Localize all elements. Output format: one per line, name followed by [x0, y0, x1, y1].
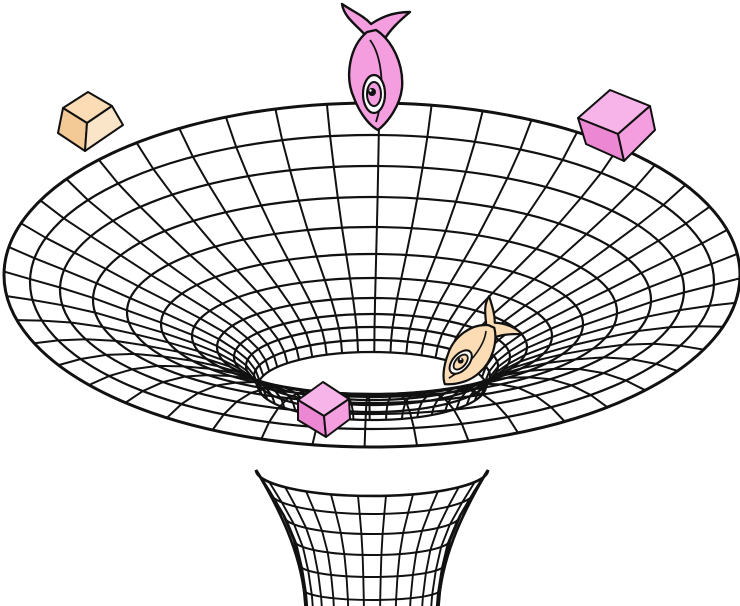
pink-fish [340, 2, 412, 132]
cube-right-face [323, 398, 351, 438]
funnel-radial-line [58, 352, 276, 405]
funnel-ring [190, 276, 554, 396]
tube-line [379, 495, 387, 606]
tube-line [409, 491, 439, 606]
tube-line [258, 475, 309, 606]
funnel-radial-line [481, 229, 728, 378]
fish-inner-line [369, 39, 383, 123]
funnel-radial-line [98, 159, 289, 364]
peach-cube-top-left [57, 91, 124, 152]
funnel-radial-line [373, 102, 381, 353]
funnel-radial-line [39, 199, 271, 372]
funnel-radial-line [20, 222, 265, 377]
tube-ring [254, 469, 490, 498]
funnel-radial-line [405, 110, 484, 354]
funnel-radial-line [416, 387, 519, 434]
tube-line [421, 486, 460, 606]
funnel-radial-line [455, 367, 646, 410]
funnel-radial-line [484, 252, 738, 383]
funnel-radial-line [135, 142, 301, 361]
funnel-ring [91, 195, 653, 405]
fish-eye-pupil [368, 88, 376, 96]
tube-line [357, 495, 365, 606]
fish-tail [340, 2, 412, 42]
funnel-ring [28, 133, 716, 431]
fish-eye-glint [369, 89, 372, 92]
funnel-radial-line [443, 376, 608, 413]
funnel-radial-line [3, 270, 259, 386]
funnel-radial-line [400, 390, 470, 442]
funnel-radial-line [483, 301, 736, 392]
cube-right-face [617, 105, 656, 162]
tube-line [268, 481, 314, 606]
tube-edge-left [254, 469, 308, 606]
funnel-radial-line [224, 116, 328, 355]
funnel-radial-line [420, 119, 533, 356]
funnel-radial-line [465, 356, 678, 406]
funnel-radial-line [124, 374, 297, 412]
tube-line [430, 481, 476, 606]
peach-fish [442, 295, 524, 386]
tube-line [329, 494, 350, 606]
cube-right-face [84, 105, 124, 152]
tube-line [284, 486, 323, 606]
funnel-ring [58, 164, 686, 416]
funnel-radial-line [88, 364, 286, 409]
funnel-radial-line [65, 178, 279, 368]
funnel-radial-line [363, 393, 371, 448]
tube-line [305, 491, 335, 606]
funnel-radial-line [385, 392, 419, 446]
funnel-tube [254, 469, 490, 606]
tube-line [394, 494, 415, 606]
funnel-radial-line [274, 108, 344, 354]
fish-eye-pupil [457, 357, 464, 364]
funnel-radial-line [178, 128, 314, 358]
pink-cube-throat [297, 381, 351, 438]
funnel-radial-line [6, 295, 260, 391]
pink-cube-top-right [577, 89, 656, 162]
funnel-radial-line [430, 382, 566, 423]
funnel-radial-line [389, 105, 433, 353]
fish-eye-glint [459, 358, 462, 361]
funnel-radial-line [434, 131, 578, 358]
funnel-radial-line [8, 246, 261, 381]
tube-edge-right [436, 469, 490, 606]
funnel-radial-line [325, 104, 359, 353]
funnel-radial-line [485, 277, 740, 388]
